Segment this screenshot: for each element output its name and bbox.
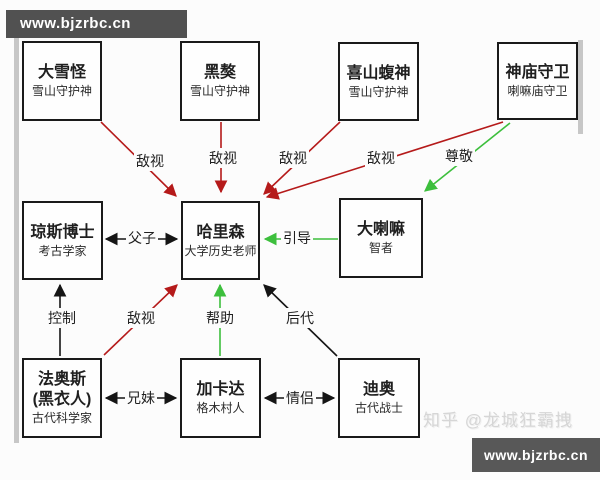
node-subtitle: 雪山守护神	[31, 84, 92, 98]
node-subtitle: 雪山守护神	[189, 84, 250, 98]
zhihu-credit-watermark: 知乎 @龙城狂霸拽	[423, 411, 573, 430]
relation-label-help-jakada-harrison: 帮助	[204, 308, 236, 328]
relation-label-control-faaos-jones: 控制	[46, 308, 78, 328]
node-subtitle: 古代战士	[354, 401, 403, 415]
node-subtitle: 智者	[368, 241, 393, 255]
node-name: 法奥斯	[37, 371, 86, 388]
node-dio: 迪奥古代战士	[338, 358, 420, 438]
node-harrison: 哈里森大学历史老师	[181, 201, 260, 280]
relation-label-hostile-faaos-harrison: 敌视	[125, 308, 157, 328]
node-name: 琼斯博士	[30, 223, 95, 241]
relation-label-respect-guard-lama: 尊敬	[443, 146, 475, 166]
node-subtitle: 喇嘛庙守卫	[507, 84, 568, 98]
node-black-mastiff: 黑獒雪山守护神	[180, 41, 260, 121]
node-temple-guard: 神庙守卫喇嘛庙守卫	[497, 42, 578, 120]
node-faaos: 法奥斯 (黑衣人) 古代科学家	[22, 358, 102, 438]
node-himalayan-viper-god: 喜山蝮神雪山守护神	[338, 42, 419, 121]
node-name: (黑衣人)	[32, 391, 92, 408]
node-subtitle: 格木村人	[196, 401, 245, 415]
relation-label-hostile-guard-harrison: 敌视	[365, 148, 397, 168]
node-dr-jones: 琼斯博士考古学家	[22, 201, 103, 280]
node-subtitle: 雪山守护神	[348, 84, 409, 99]
relation-label-father-son-jones-harrison: 父子	[126, 228, 158, 248]
node-name: 迪奥	[362, 381, 395, 398]
relation-label-descendant-dio-harrison: 后代	[284, 308, 316, 328]
node-subtitle: 考古学家	[38, 243, 87, 258]
node-snow-monster: 大雪怪雪山守护神	[22, 41, 102, 121]
node-jakada: 加卡达格木村人	[180, 358, 261, 438]
relation-label-hostile-mastiff-harrison: 敌视	[207, 148, 239, 168]
node-name: 哈里森	[196, 223, 245, 241]
relation-label-lovers-jakada-dio: 情侣	[284, 388, 316, 408]
node-big-lama: 大喇嘛智者	[339, 198, 423, 278]
node-subtitle: 大学历史老师	[184, 243, 257, 258]
relation-label-siblings-faaos-jakada: 兄妹	[125, 388, 157, 408]
node-name: 大喇嘛	[356, 221, 405, 238]
relation-label-hostile-viper-harrison: 敌视	[277, 148, 309, 168]
watermark-top-left: www.bjzrbc.cn	[6, 10, 187, 38]
watermark-strip-right	[578, 40, 583, 134]
relation-label-guide-lama-harrison: 引导	[281, 228, 313, 248]
watermark-strip-left	[14, 38, 19, 443]
node-name: 黑獒	[203, 64, 236, 81]
node-name: 大雪怪	[37, 64, 86, 81]
node-name: 喜山蝮神	[346, 64, 411, 82]
watermark-bottom-right: www.bjzrbc.cn	[472, 438, 600, 472]
node-subtitle: 古代科学家	[31, 411, 92, 425]
node-name: 加卡达	[196, 381, 245, 398]
node-name: 神庙守卫	[505, 64, 570, 81]
relation-label-hostile-snow-monster-harrison: 敌视	[134, 151, 166, 171]
